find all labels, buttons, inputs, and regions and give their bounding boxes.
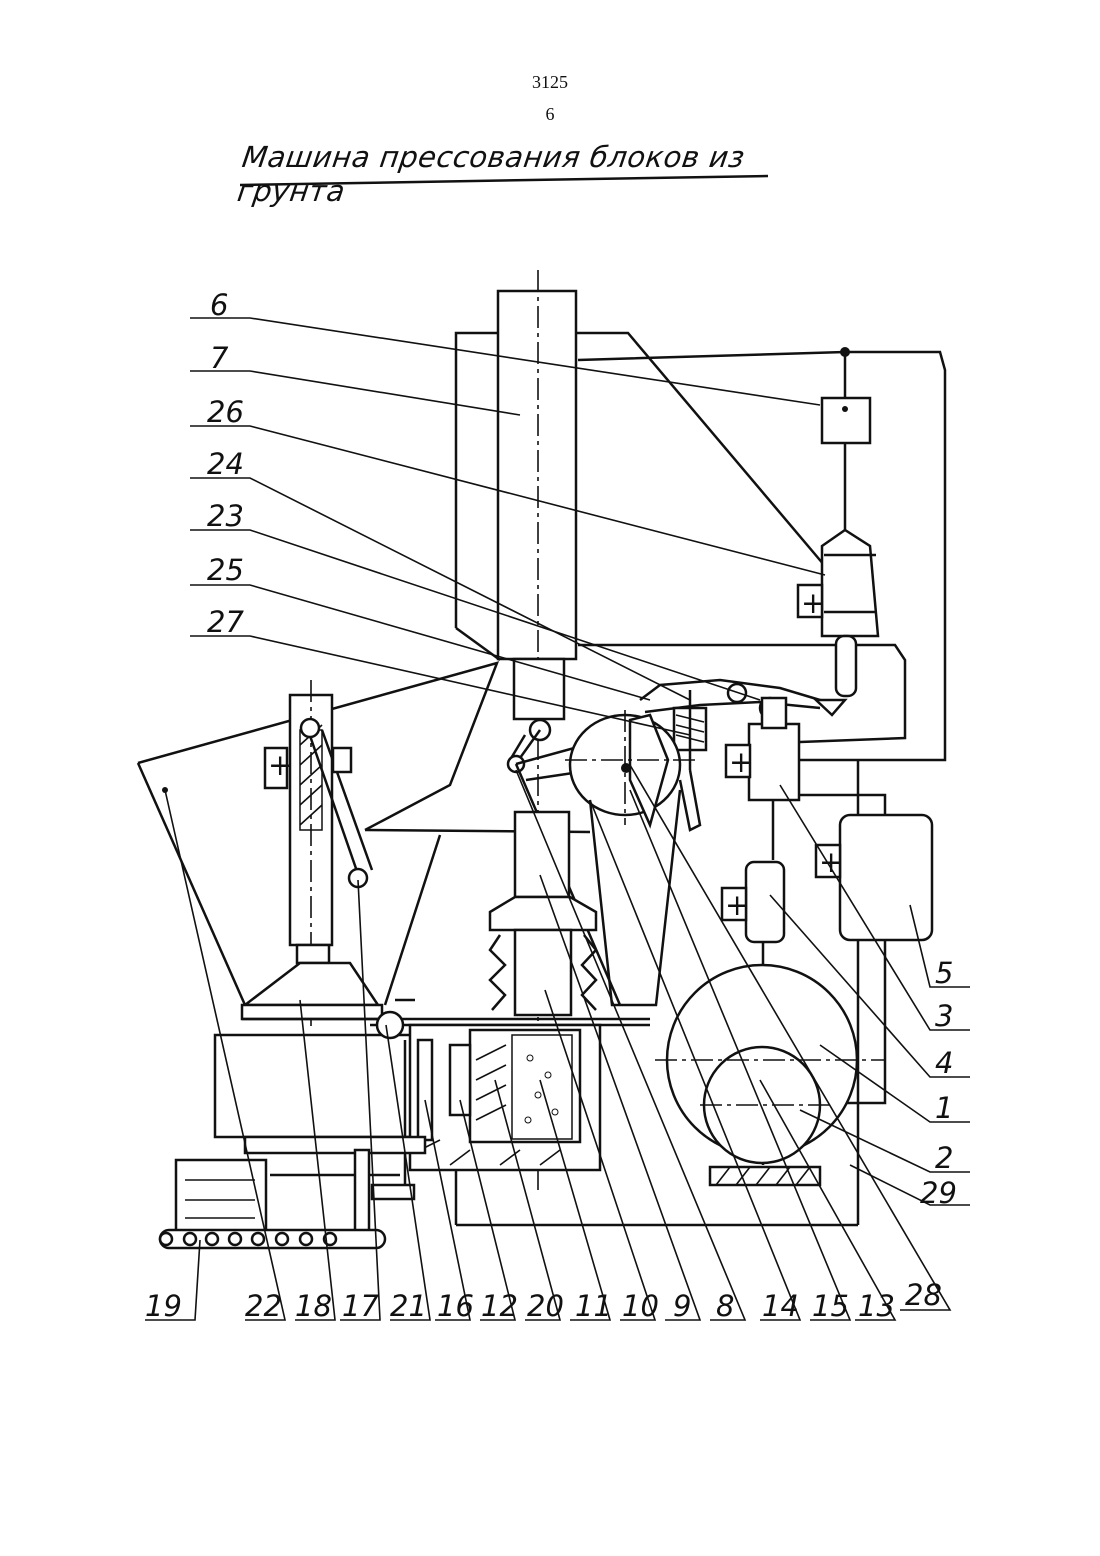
label-18: 18 [295,1289,332,1323]
label-28: 28 [905,1278,942,1312]
label-26: 26 [207,395,244,429]
label-9: 9 [673,1289,691,1323]
label-8: 8 [716,1289,734,1323]
label-15: 15 [812,1289,849,1323]
label-25: 25 [207,553,244,587]
left-press-ram: + [242,680,382,1030]
bottom-labels: 19 22 18 17 21 16 12 20 11 10 9 8 14 15 … [145,1278,942,1323]
svg-text:+: + [819,845,843,879]
label-19: 19 [145,1289,182,1323]
left-labels: 6 7 26 24 23 25 27 [207,288,244,639]
label-7: 7 [210,341,229,375]
flywheel-and-motor [655,965,885,1185]
label-5: 5 [935,956,953,990]
lever-arm [640,680,845,718]
label-14: 14 [762,1289,799,1323]
label-21: 21 [390,1289,427,1323]
label-16: 16 [437,1289,474,1323]
svg-text:+: + [725,888,749,922]
label-10: 10 [622,1289,659,1323]
label-17: 17 [342,1289,379,1323]
conveyor-and-tank [160,1137,425,1248]
label-4: 4 [935,1046,953,1080]
valve-block-3: + [726,698,799,860]
label-11: 11 [575,1289,612,1323]
label-6: 6 [210,288,228,322]
svg-text:+: + [729,745,753,779]
press-table [215,1000,650,1200]
label-2: 2 [935,1141,953,1175]
label-23: 23 [207,499,244,533]
label-1: 1 [935,1091,953,1125]
label-27: 27 [207,605,244,639]
label-13: 13 [858,1289,895,1323]
control-box-6 [822,398,870,443]
label-3: 3 [935,999,953,1033]
right-labels: 5 3 4 1 2 29 [920,956,957,1210]
label-22: 22 [245,1289,282,1323]
label-24: 24 [207,447,244,481]
label-12: 12 [481,1289,518,1323]
label-29: 29 [920,1176,957,1210]
svg-text:+: + [268,748,292,782]
label-20: 20 [527,1289,564,1323]
plus-sign: + [801,586,825,620]
title-underline [240,176,768,185]
hydraulic-cylinder-26: + [798,530,878,696]
